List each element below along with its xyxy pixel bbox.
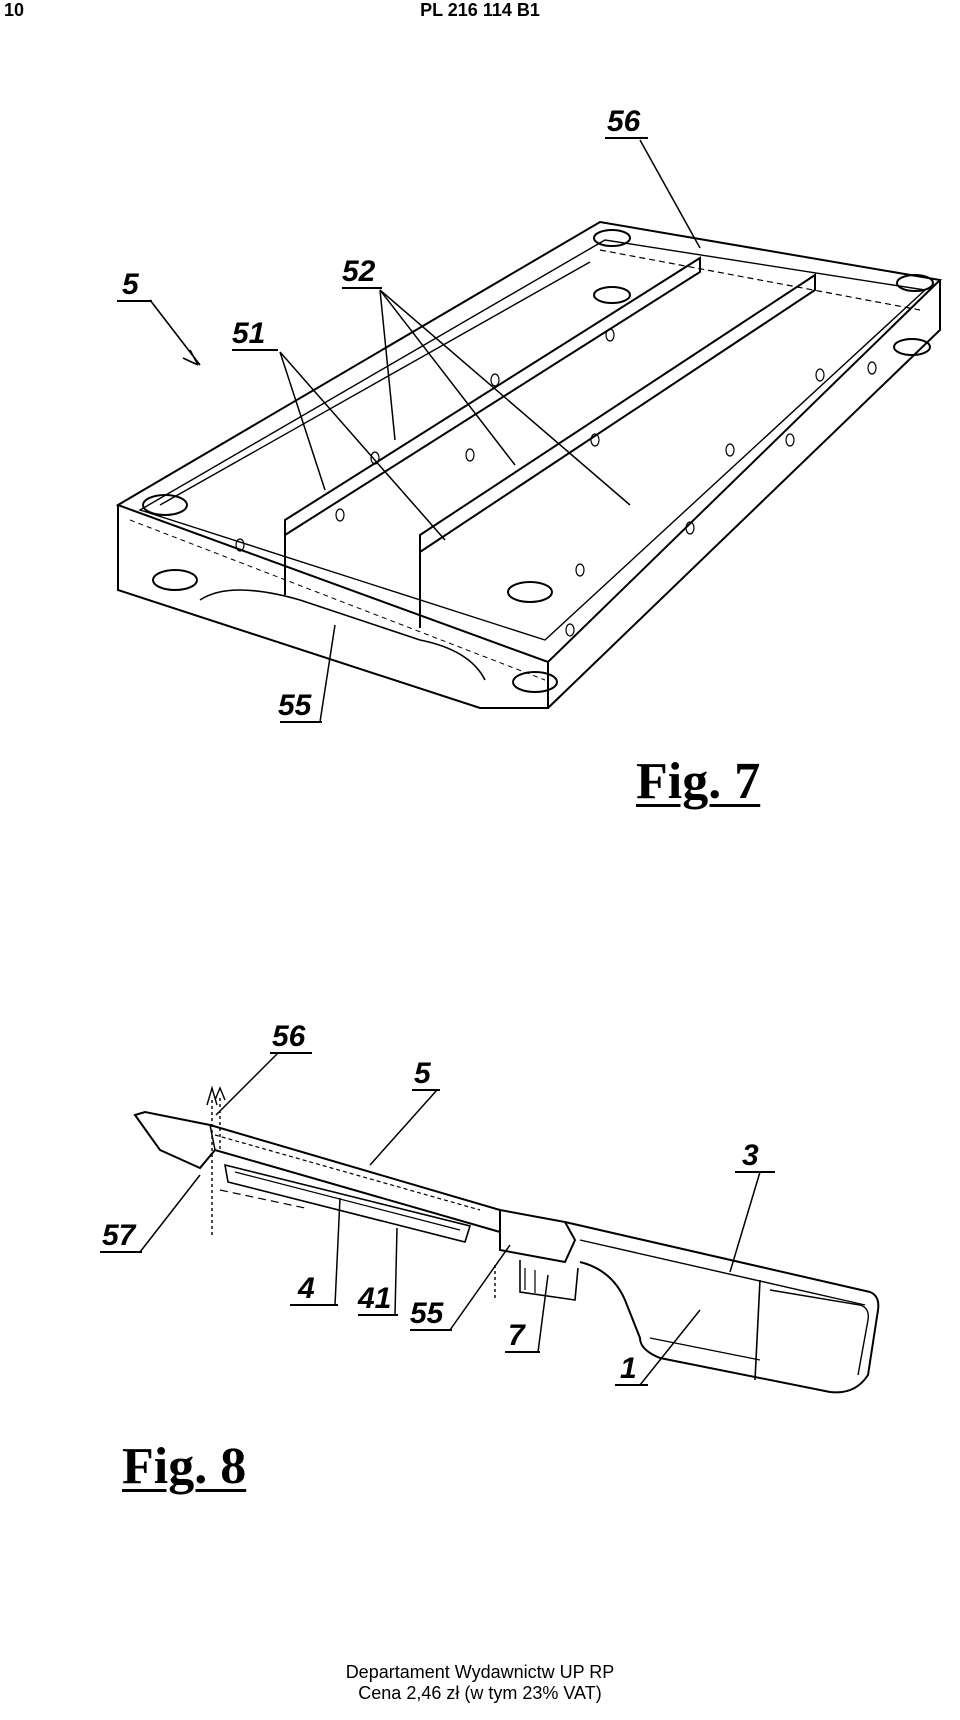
figure-7-label: Fig. 7	[636, 753, 761, 810]
ref8-55: 55	[410, 1297, 445, 1330]
footer-publisher: Departament Wydawnictw UP RP	[345, 1662, 615, 1682]
handle-body	[564, 1221, 880, 1394]
ref8-3: 3	[742, 1139, 759, 1172]
ref8-7: 7	[508, 1319, 526, 1352]
bracket	[223, 1163, 472, 1243]
tray-inner-rim	[138, 239, 927, 641]
ref-51: 51	[232, 317, 265, 350]
patent-number: PL 216 114 B1	[420, 0, 540, 20]
ref8-41: 41	[357, 1282, 391, 1315]
tray-outer-rim	[115, 220, 943, 664]
page-number: 10	[4, 0, 25, 20]
ref8-5: 5	[414, 1057, 432, 1090]
rib-4	[159, 261, 591, 506]
footer: Departament Wydawnictw UP RP Cena 2,46 z…	[0, 1662, 960, 1704]
ref-55: 55	[278, 689, 313, 722]
ref-56: 56	[607, 105, 641, 138]
ref-52: 52	[342, 255, 376, 288]
figure-8-drawing: 56 5 3 57 4 41 55 7 1	[100, 1020, 880, 1394]
ref8-56: 56	[272, 1020, 306, 1053]
ref8-57: 57	[102, 1219, 137, 1252]
rib-1	[284, 256, 701, 537]
rib-3	[419, 273, 816, 554]
tray-front-wall	[117, 505, 549, 709]
tray-right-wall	[547, 280, 941, 709]
figure-8-label: Fig. 8	[122, 1438, 247, 1495]
figure-7-drawing: 5 51 52 56 55	[115, 105, 943, 723]
tray-side	[133, 1110, 501, 1234]
footer-price: Cena 2,46 zł (w tym 23% VAT)	[358, 1683, 602, 1703]
ref8-1: 1	[620, 1352, 637, 1385]
ref8-4: 4	[297, 1272, 315, 1305]
ref-5: 5	[122, 268, 140, 301]
